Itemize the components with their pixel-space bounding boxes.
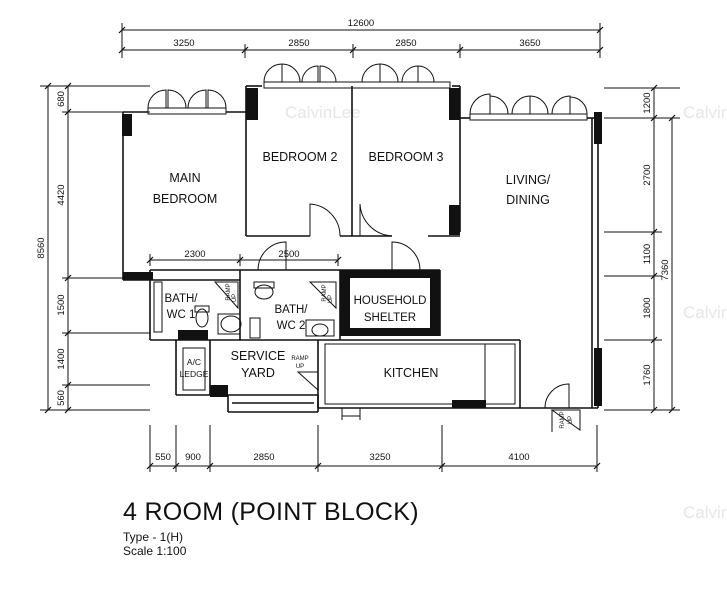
dim-bottom-2: 900: [185, 452, 201, 463]
room-ac-ledge-line1: A/C: [187, 357, 201, 367]
ramp-label: RAMP: [291, 356, 308, 362]
dim-total-left: 8560: [36, 237, 47, 258]
room-living-line2: DINING: [506, 193, 550, 207]
watermark: CalvinLee: [683, 103, 727, 122]
dim-bottom-5: 4100: [508, 452, 529, 463]
watermark: CalvinLee: [285, 103, 361, 122]
ramp-label: UP: [232, 294, 238, 302]
dim-left-3: 1500: [56, 294, 67, 315]
plan-title: 4 ROOM (POINT BLOCK): [123, 498, 419, 526]
dim-left-4: 1400: [56, 348, 67, 369]
dim-inner-2: 2500: [278, 249, 299, 260]
dim-top-3: 2850: [395, 38, 416, 49]
ramp-label: RAMP: [226, 283, 232, 300]
room-ac-ledge-line2: LEDGE: [180, 369, 209, 379]
dim-top-1: 3250: [173, 38, 194, 49]
room-bedroom-3: BEDROOM 3: [368, 150, 443, 164]
dim-bottom-4: 3250: [369, 452, 390, 463]
dim-top-2: 2850: [288, 38, 309, 49]
dim-left-2: 4420: [56, 184, 67, 205]
room-service-yard-line2: YARD: [241, 366, 275, 380]
dim-total-right: 7360: [660, 259, 671, 280]
room-bath1-line2: WC 1: [167, 309, 196, 321]
ramp-label: UP: [328, 295, 334, 303]
ramp-label: RAMP: [322, 284, 328, 301]
ramp-label: RAMP: [560, 411, 566, 428]
dim-right-3: 1100: [642, 244, 653, 264]
room-bath2-line1: BATH/: [274, 304, 308, 316]
dim-right-1: 1200: [642, 92, 653, 113]
room-bedroom-2: BEDROOM 2: [262, 150, 337, 164]
dim-inner-1: 2300: [184, 249, 205, 260]
room-main-bedroom-line1: MAIN: [169, 171, 200, 185]
dim-left-5: 560: [56, 390, 67, 406]
dim-total-top: 12600: [348, 18, 374, 29]
room-shelter-line1: HOUSEHOLD: [354, 295, 427, 307]
dim-top-4: 3650: [519, 38, 540, 49]
room-shelter-line2: SHELTER: [364, 312, 416, 324]
ramp-label: UP: [568, 416, 574, 424]
watermark: CalvinLee: [683, 303, 727, 322]
room-bath1-line1: BATH/: [164, 293, 198, 305]
dim-right-4: 1800: [642, 297, 653, 318]
dim-bottom-1: 550: [155, 452, 171, 463]
room-service-yard-line1: SERVICE: [231, 349, 286, 363]
room-bath2-line2: WC 2: [277, 320, 306, 332]
plan-type: Type - 1(H): [123, 530, 184, 544]
room-main-bedroom-line2: BEDROOM: [153, 192, 218, 206]
dim-right-5: 1760: [642, 364, 653, 385]
dim-bottom-3: 2850: [253, 452, 274, 463]
watermark: CalvinLee: [683, 503, 727, 522]
room-living-line1: LIVING/: [506, 173, 551, 187]
dim-right-2: 2700: [642, 164, 653, 185]
plan-scale: Scale 1:100: [123, 544, 187, 558]
dim-left-1: 680: [56, 91, 67, 107]
room-kitchen: KITCHEN: [384, 366, 439, 380]
ramp-label: UP: [296, 364, 304, 370]
